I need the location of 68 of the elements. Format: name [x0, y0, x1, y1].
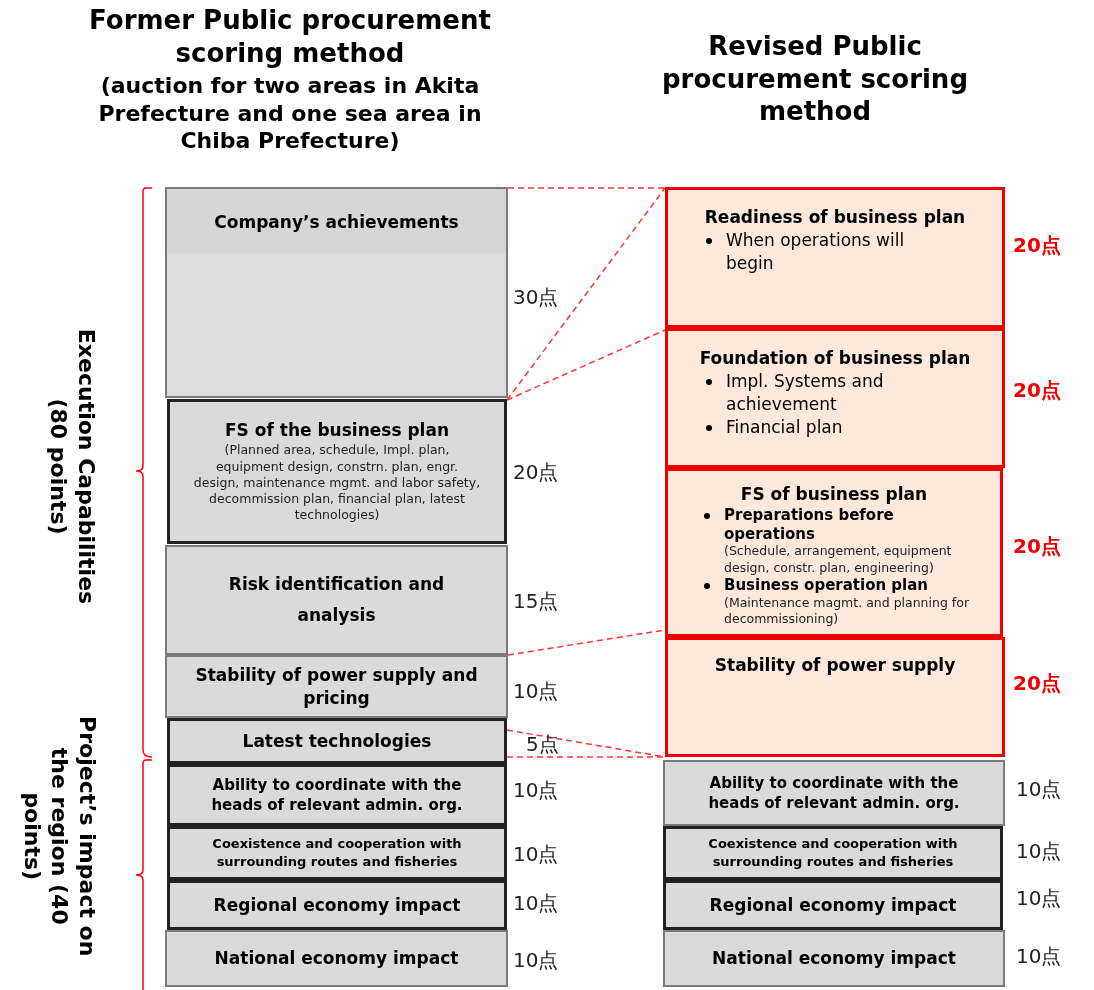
bullet-item: Impl. Systems and achievement [668, 369, 1002, 416]
box-title: Coexistence and cooperation with surrounding routes and fisheries [707, 835, 959, 871]
points-label: 20点 [513, 459, 559, 486]
points-label: 10点 [513, 890, 559, 917]
score-box [167, 880, 507, 930]
points-label: 20点 [1013, 377, 1061, 404]
points-label: 10点 [1016, 838, 1062, 865]
points-label: 10点 [513, 777, 559, 804]
box-title: Coexistence and cooperation with surrounding routes and fisheries [211, 835, 463, 871]
side-label: Project’s impact on the region (40 points) [19, 714, 102, 958]
score-box [663, 826, 1003, 880]
side-label: Execution Capabilities (80 points) [45, 327, 100, 606]
score-box [663, 760, 1005, 826]
points-label: 10点 [1016, 943, 1062, 970]
box-title: Latest technologies [241, 729, 433, 753]
points-label: 15点 [513, 588, 559, 615]
box-title: FS of business plan [739, 483, 929, 506]
box-title: Foundation of business plan [698, 347, 972, 370]
box-title: National economy impact [213, 947, 460, 970]
box-title: Regional economy impact [212, 893, 462, 917]
box-text: (Planned area, schedule, Impl. plan, equipment design, constrn. plan, engr. design, maintenance mgmt. and labor safety, decommission plan, financial plan, latest technologies) [192, 442, 482, 524]
box-title: Stability of power supply [713, 654, 957, 677]
heading: Former Public procurement scoring method [88, 4, 492, 69]
score-box [165, 545, 508, 655]
points-label: 20点 [1013, 533, 1061, 560]
points-label: 10点 [513, 841, 559, 868]
score-box [167, 826, 507, 880]
box-title: Stability of power supply and pricing [194, 663, 479, 710]
points-label: 10点 [513, 947, 559, 974]
score-box [167, 718, 507, 764]
points-label: 30点 [513, 284, 559, 311]
box-title: Ability to coordinate with the heads of relevant admin. org. [210, 774, 464, 816]
score-box [663, 880, 1003, 930]
dashed-line [506, 329, 666, 401]
bullet-item: Business operation plan [668, 575, 1000, 595]
points-label: 5点 [526, 731, 559, 758]
points-label: 10点 [1016, 776, 1062, 803]
box-title: FS of the business plan [224, 419, 450, 443]
box-title: National economy impact [711, 947, 957, 970]
subheading: (auction for two areas in Akita Prefecture and one sea area in Chiba Prefecture) [97, 72, 483, 155]
points-label: 10点 [1016, 885, 1062, 912]
score-box [167, 399, 507, 544]
box-text: (Schedule, arrangement, equipment design, constr. plan, engineering) [723, 543, 953, 576]
points-label: 10点 [513, 678, 559, 705]
box-title: Company’s achievements [213, 211, 460, 234]
score-box [165, 187, 508, 398]
bullet-item: Financial plan [668, 415, 1002, 439]
bullet-item: When operations will begin [668, 228, 1002, 275]
score-box [167, 764, 507, 826]
score-box [665, 468, 1003, 637]
score-box [665, 637, 1005, 757]
score-box [165, 930, 508, 987]
dashed-line [507, 187, 666, 189]
score-box [165, 655, 508, 718]
points-label: 20点 [1013, 232, 1061, 259]
score-box [665, 187, 1005, 328]
box-text: (Maintenance magmt. and planning for decommissioning) [723, 594, 971, 628]
heading: Revised Public procurement scoring method [661, 30, 969, 128]
score-box [663, 930, 1005, 987]
dashed-line [506, 756, 666, 758]
box-title: Regional economy impact [708, 893, 958, 917]
points-label: 20点 [1013, 670, 1061, 697]
box-title: Risk identification and analysis [227, 572, 446, 627]
box-title: Ability to coordinate with the heads of relevant admin. org. [707, 772, 961, 814]
dashed-line [506, 187, 666, 401]
score-box [665, 328, 1005, 468]
bullet-item: Preparations before operations [668, 505, 1000, 544]
box-title: Readiness of business plan [703, 206, 967, 229]
